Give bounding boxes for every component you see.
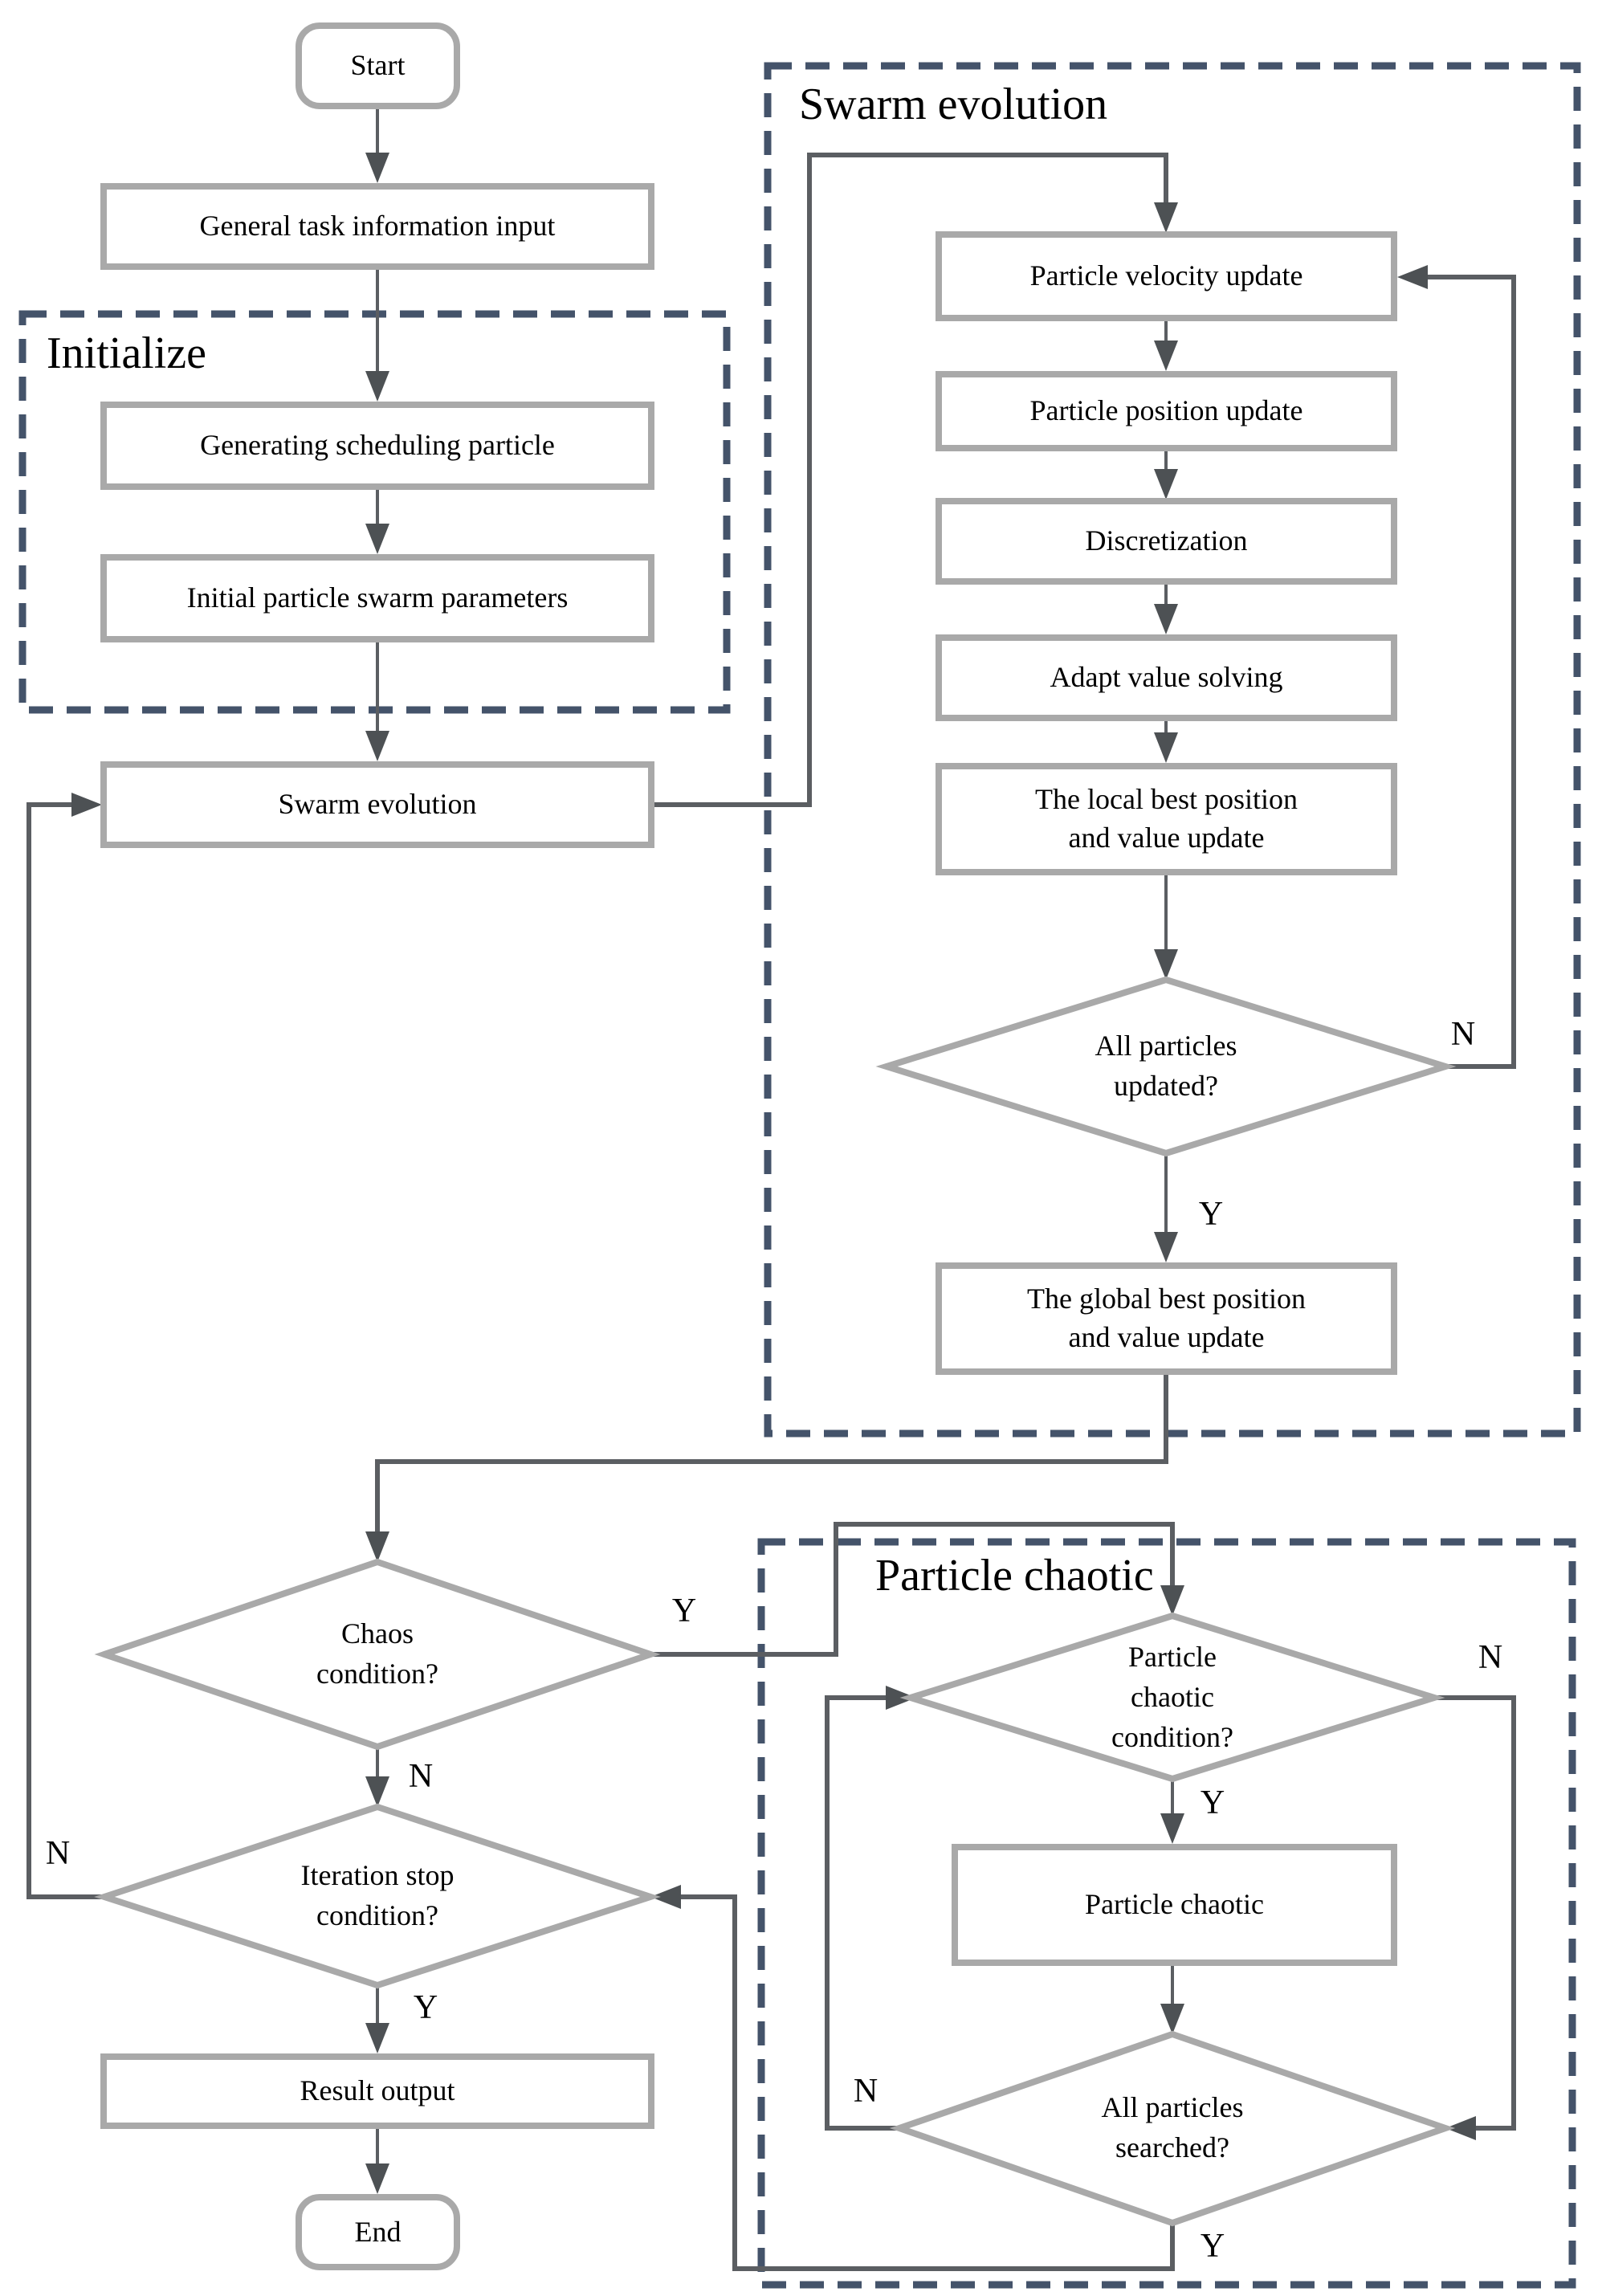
decision-iteration-stop-label: Iteration stop condition? xyxy=(300,1859,455,1931)
node-position-update: Particle position update xyxy=(936,371,1397,451)
arrowhead-into-result-output xyxy=(365,2023,389,2053)
node-result-output: Result output xyxy=(100,2053,654,2129)
decision-all-particles-updated-label: All particles updated? xyxy=(1095,1030,1237,1102)
particle-chaotic-group-border xyxy=(757,1538,1576,2289)
node-end: End xyxy=(296,2194,460,2270)
decision-particle-chaotic-condition-shape xyxy=(899,1612,1445,1783)
arrowhead-into-chaos-condition xyxy=(365,1531,389,1562)
node-adapt-value: Adapt value solving xyxy=(936,634,1397,721)
decision-all-particles-searched-shape xyxy=(889,2030,1456,2227)
edge-all-searched-y-to-iteration-stop xyxy=(679,1894,1175,2271)
node-global-best: The global best position and value updat… xyxy=(936,1262,1397,1375)
arrowhead-into-particle-chaotic xyxy=(1160,1813,1184,1844)
arrowhead-into-all-searched-top xyxy=(1160,2004,1184,2034)
arrowhead-y-into-iteration-stop xyxy=(650,1885,681,1909)
branch-label-iteration-y: Y xyxy=(413,1989,438,2026)
edge-all-updated-n-loop xyxy=(1426,275,1516,1069)
arrowhead-into-iteration-stop xyxy=(365,1776,389,1807)
arrowhead-into-swarm-evolution xyxy=(365,731,389,761)
decision-all-particles-searched-label: All particles searched? xyxy=(1101,2091,1244,2163)
edge-chaotic-condition-n-to-all-searched xyxy=(1434,1695,1516,2131)
branch-label-all-searched-n: N xyxy=(853,2073,878,2110)
branch-label-chaos-n: N xyxy=(408,1758,434,1795)
arrowhead-n-loop-into-velocity xyxy=(1397,265,1428,289)
arrowhead-into-global-best xyxy=(1154,1232,1178,1262)
node-local-best: The local best position and value update xyxy=(936,763,1397,875)
edge-chaos-y-to-chaotic-condition xyxy=(650,1522,1175,1657)
branch-label-chaotic-condition-n: N xyxy=(1478,1639,1503,1676)
arrowhead-loop-into-swarm-evolution xyxy=(71,793,102,817)
node-velocity-update: Particle velocity update xyxy=(936,231,1397,321)
node-discretization: Discretization xyxy=(936,498,1397,585)
branch-label-all-updated-y: Y xyxy=(1198,1196,1224,1233)
arrowhead-into-discretization xyxy=(1154,469,1178,500)
arrowhead-into-position-update xyxy=(1154,341,1178,371)
node-initial-parameters: Initial particle swarm parameters xyxy=(100,554,654,642)
edge-iteration-n-to-swarm-evolution xyxy=(26,802,104,1899)
swarm-evolution-group-border xyxy=(764,62,1581,1438)
decision-chaos-condition-label: Chaos condition? xyxy=(316,1617,438,1690)
branch-label-chaotic-condition-y: Y xyxy=(1200,1784,1225,1821)
decision-all-particles-updated-shape xyxy=(875,976,1457,1157)
branch-label-iteration-n: N xyxy=(45,1835,71,1872)
arrowhead-into-all-updated xyxy=(1154,949,1178,980)
arrowhead-into-local-best xyxy=(1154,732,1178,763)
arrowhead-n-into-all-searched xyxy=(1445,2116,1476,2140)
branch-label-all-updated-n: N xyxy=(1450,1016,1476,1053)
node-start: Start xyxy=(296,22,460,109)
swarm-evolution-group-label: Swarm evolution xyxy=(799,80,1108,129)
initialize-group-label: Initialize xyxy=(47,328,207,378)
edge-global-best-to-chaos-condition xyxy=(375,1375,1168,1533)
node-generating-particle: Generating scheduling particle xyxy=(100,402,654,490)
arrowhead-into-velocity-update xyxy=(1154,202,1178,233)
arrowhead-into-end xyxy=(365,2163,389,2194)
node-particle-chaotic: Particle chaotic xyxy=(952,1844,1397,1966)
particle-chaotic-group-label: Particle chaotic xyxy=(875,1551,1154,1601)
edge-all-searched-n-loop xyxy=(825,1695,899,2131)
node-swarm-evolution: Swarm evolution xyxy=(100,761,654,848)
arrowhead-into-chaotic-condition xyxy=(1160,1585,1184,1616)
initialize-group-border xyxy=(18,310,731,714)
arrowhead-into-general-input xyxy=(365,153,389,183)
edge-swarm-evolution-to-velocity-update xyxy=(654,153,1168,807)
node-general-task-input: General task information input xyxy=(100,183,654,270)
decision-iteration-stop-shape xyxy=(94,1803,661,1989)
branch-label-all-searched-y: Y xyxy=(1200,2228,1225,2265)
arrowhead-into-initial-parameters xyxy=(365,524,389,554)
arrowhead-into-generating xyxy=(365,371,389,402)
decision-chaos-condition-shape xyxy=(94,1558,661,1751)
decision-particle-chaotic-condition-label: Particle chaotic condition? xyxy=(1111,1641,1233,1753)
arrowhead-into-adapt-value xyxy=(1154,604,1178,634)
branch-label-chaos-y: Y xyxy=(671,1593,697,1629)
